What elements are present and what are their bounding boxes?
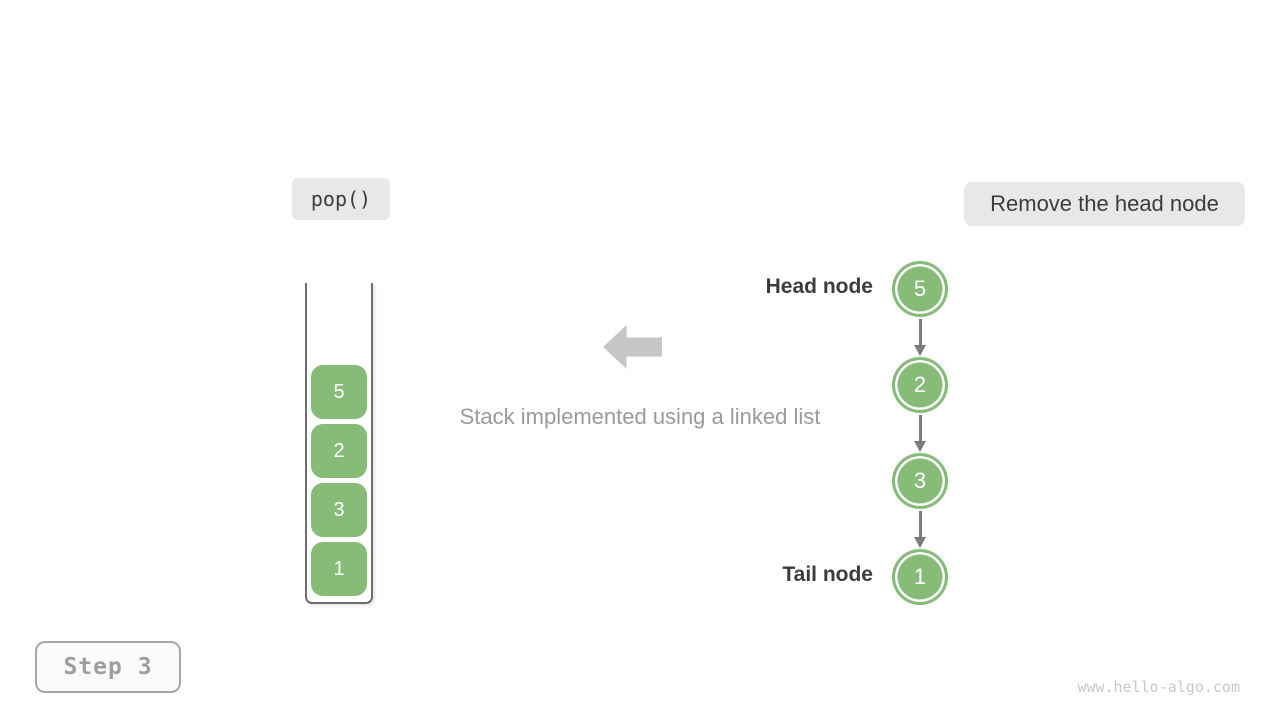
head-node-label: Head node: [765, 275, 873, 298]
step-badge: Step 3: [35, 641, 181, 693]
arrow-down-icon: [914, 415, 926, 452]
pop-operation-badge: pop(): [292, 178, 390, 220]
stack-item-2: 2: [311, 424, 367, 478]
linked-list-node-2: 2: [892, 357, 948, 413]
stack-container: 5 2 3 1: [305, 283, 373, 604]
stack-item-5: 5: [311, 365, 367, 419]
arrow-down-icon: [914, 319, 926, 356]
arrow-down-icon: [914, 511, 926, 548]
linked-list-node-5: 5: [892, 261, 948, 317]
linked-list-node-1: 1: [892, 549, 948, 605]
remove-head-annotation-badge: Remove the head node: [964, 182, 1245, 226]
left-block-arrow-icon: [603, 325, 662, 369]
watermark: www.hello-algo.com: [1077, 678, 1240, 696]
tail-node-label: Tail node: [782, 563, 873, 586]
stack-item-1: 1: [311, 542, 367, 596]
linked-list-node-3: 3: [892, 453, 948, 509]
stack-item-3: 3: [311, 483, 367, 537]
diagram-caption: Stack implemented using a linked list: [459, 404, 821, 429]
